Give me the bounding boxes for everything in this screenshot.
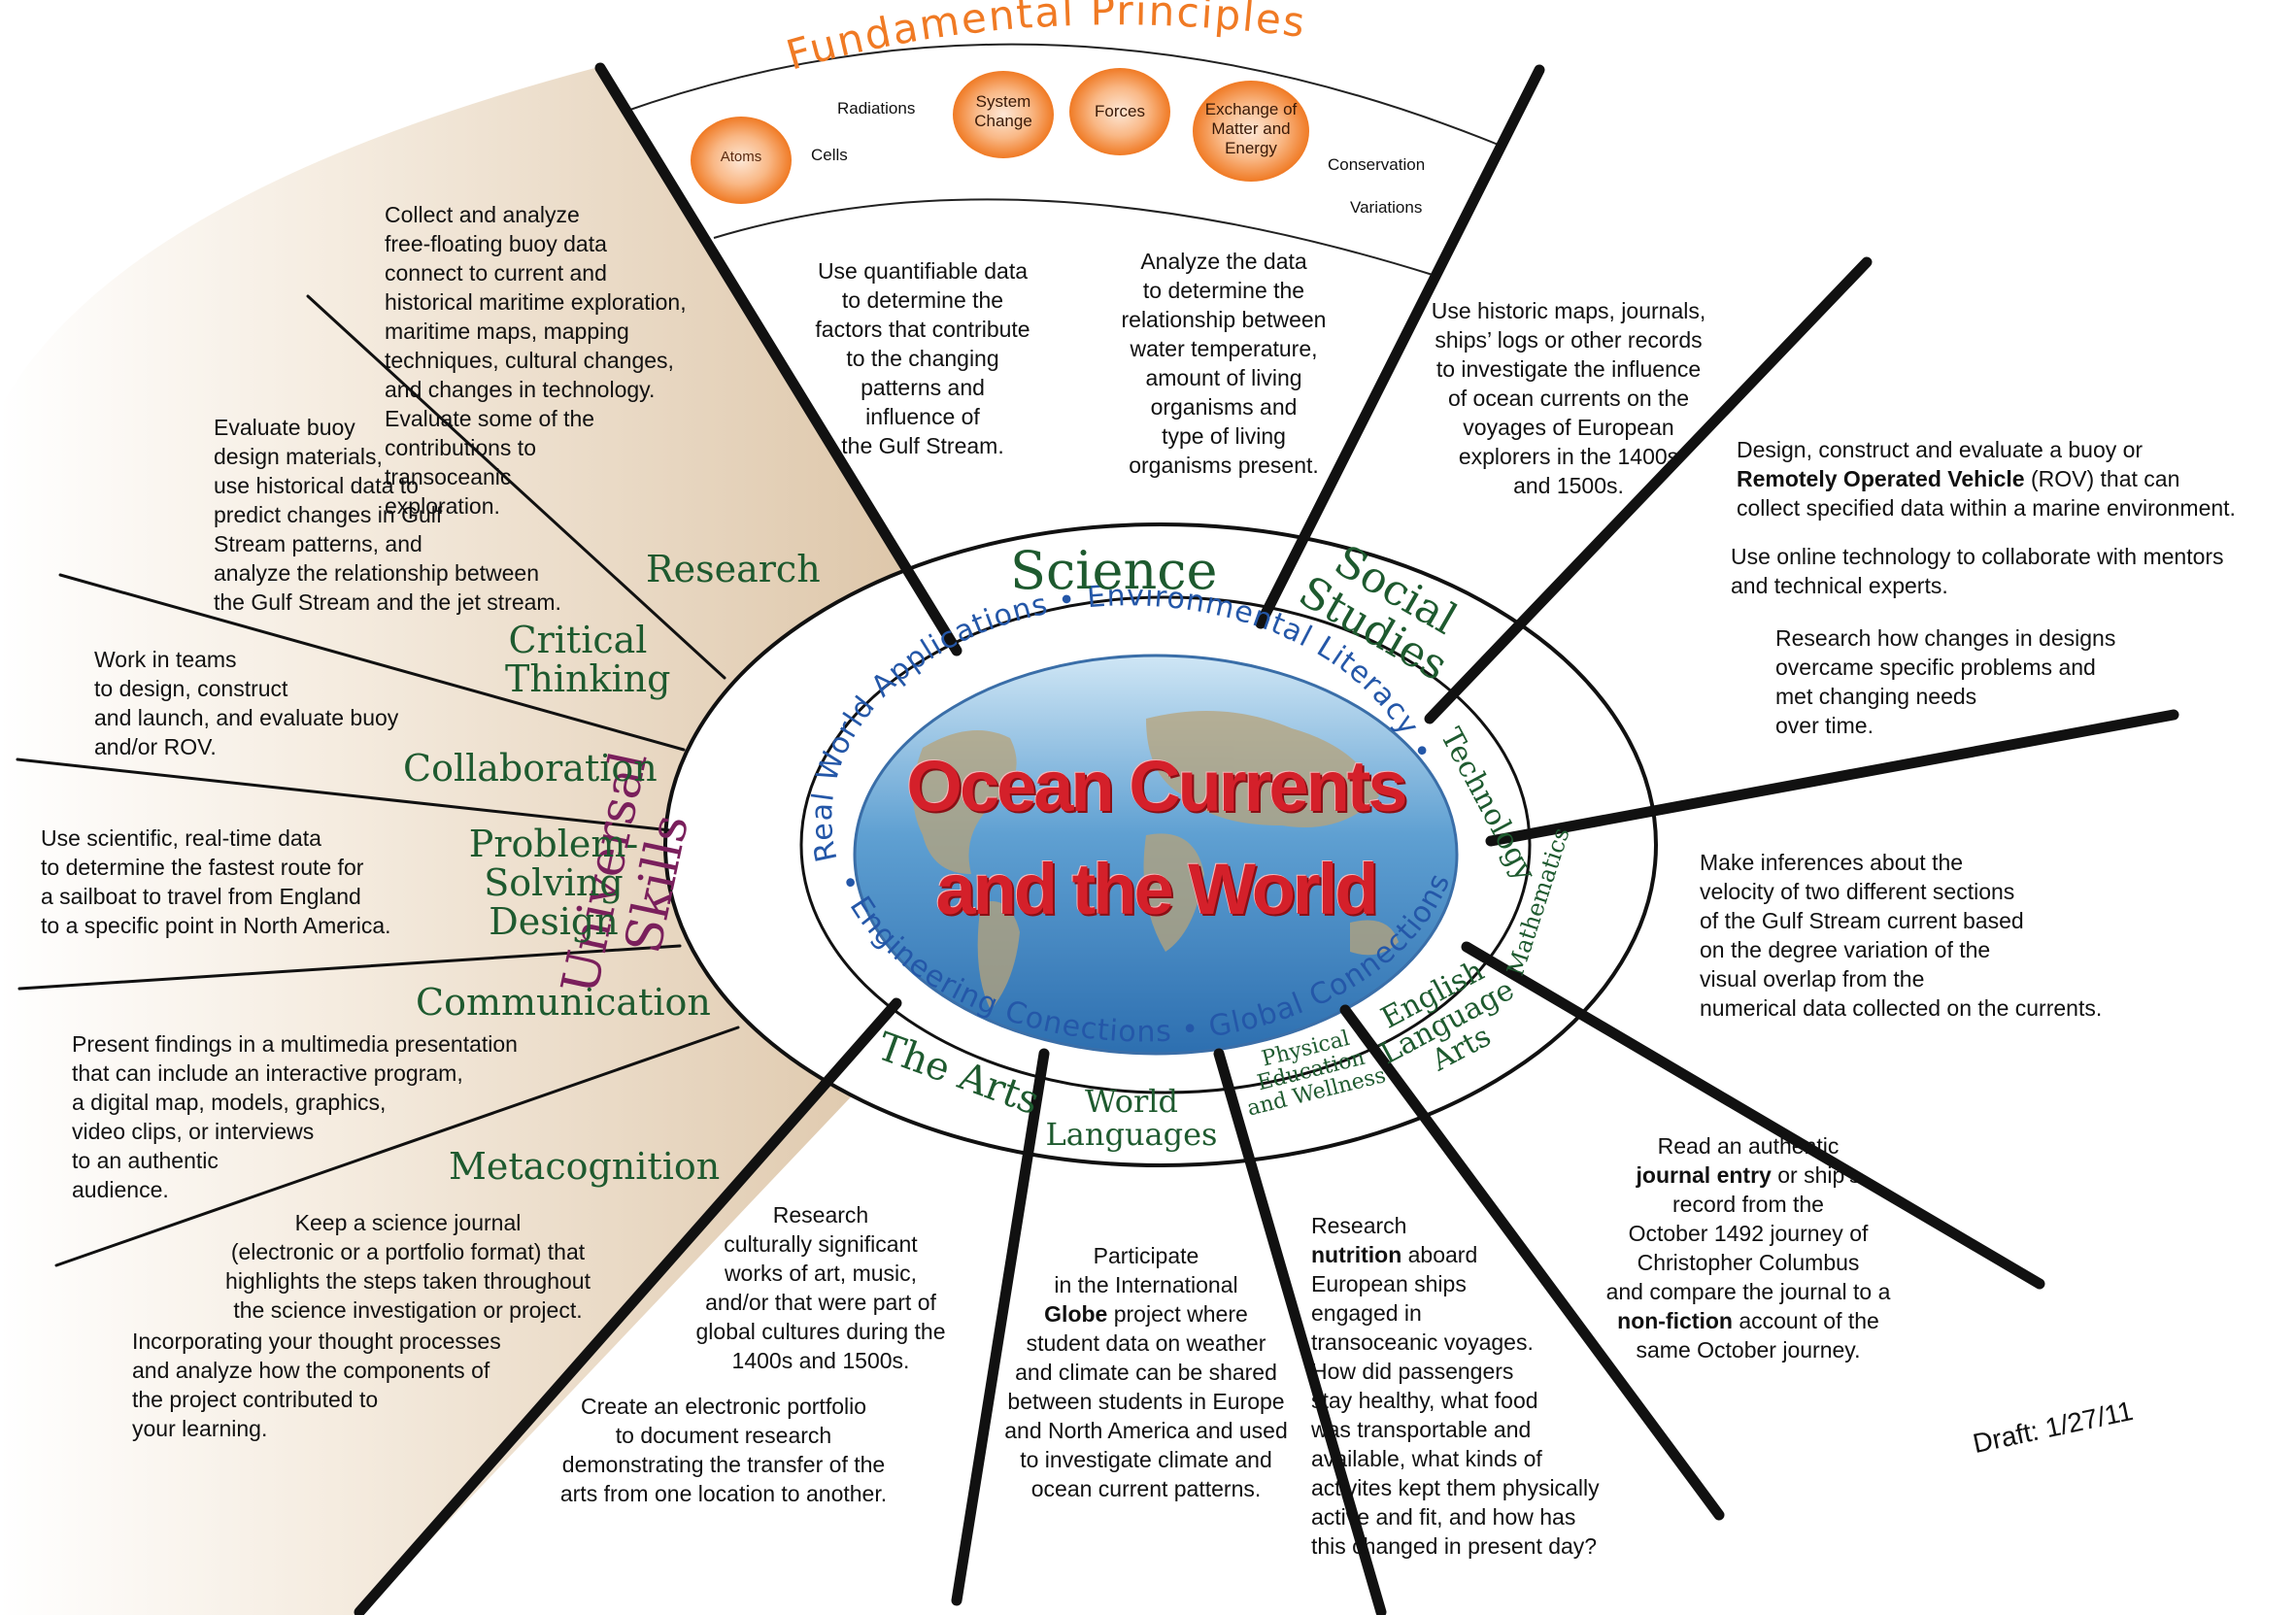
subject-science: Science xyxy=(1010,540,1218,601)
metacognition-text-2: Incorporating your thought processes and… xyxy=(132,1329,501,1441)
principle-exchange: Exchange of Matter and Energy xyxy=(1204,100,1298,157)
technology-text-1: Design, construct and evaluate a buoy or… xyxy=(1737,437,2236,521)
center-title-line1: Ocean Currents xyxy=(906,746,1407,826)
principle-system-change: System Change xyxy=(974,92,1032,130)
spoke-communication xyxy=(54,1026,740,1267)
forces-circle xyxy=(1069,68,1170,155)
metacognition-text-1: Keep a science journal (electronic or a … xyxy=(225,1210,591,1323)
principles-outer-arc xyxy=(621,43,1502,147)
communication-text: Present findings in a multimedia present… xyxy=(72,1031,518,1202)
spoke-research xyxy=(306,294,726,680)
spoke-english xyxy=(1339,1004,1725,1521)
skill-critical-thinking: Critical Thinking xyxy=(505,619,671,700)
spoke-science-right xyxy=(1255,64,1545,629)
spoke-mathematics xyxy=(1461,941,2045,1290)
principle-conservation: Conservation xyxy=(1328,155,1426,174)
technology-text-3: Research how changes in designs overcame… xyxy=(1775,625,2116,738)
social-studies-text: Use historic maps, journals, ships’ logs… xyxy=(1431,298,1706,498)
skill-problem-solving: Problem-Solving Design xyxy=(468,823,639,943)
spoke-science-left xyxy=(594,62,962,656)
principle-variations: Variations xyxy=(1350,198,1423,217)
skill-research: Research xyxy=(646,548,821,590)
principles-inner-arc xyxy=(713,198,1434,276)
principle-atoms: Atoms xyxy=(720,149,762,165)
subject-world-languages: World Languages xyxy=(1045,1083,1218,1153)
science-left-text: Use quantifiable data to determine the f… xyxy=(815,258,1030,458)
spoke-collaboration xyxy=(16,757,672,832)
atoms-circle xyxy=(691,117,792,204)
spoke-critical xyxy=(58,573,686,752)
exchange-circle xyxy=(1193,81,1309,182)
critical-thinking-text: Evaluate buoy design materials, use hist… xyxy=(214,415,561,615)
spoke-pe xyxy=(1213,1048,1387,1615)
collaboration-text: Work in teams to design, construct and l… xyxy=(94,647,399,759)
skill-metacognition: Metacognition xyxy=(449,1145,721,1188)
spoke-lines xyxy=(16,62,2179,1615)
problem-solving-text: Use scientific, real-time data to determ… xyxy=(41,825,391,938)
research-text: Collect and analyze free-floating buoy d… xyxy=(385,202,687,519)
principle-cells: Cells xyxy=(811,146,848,164)
page-title: Fundamental Principles xyxy=(781,0,1309,80)
arts-text-2: Create an electronic portfolio to docume… xyxy=(559,1394,888,1506)
spoke-arts xyxy=(354,997,902,1615)
spoke-social-studies xyxy=(1424,256,1873,724)
spoke-world-languages xyxy=(951,1048,1050,1606)
spoke-technology xyxy=(1485,709,2179,847)
world-map-image xyxy=(913,711,1399,1010)
principle-forces: Forces xyxy=(1095,102,1145,120)
technology-text-2: Use online technology to collaborate wit… xyxy=(1731,544,2224,598)
principle-radiations: Radiations xyxy=(837,99,916,118)
spoke-problem xyxy=(17,944,682,991)
mathematics-text: Make inferences about the velocity of tw… xyxy=(1700,850,2103,1021)
skill-communication: Communication xyxy=(416,981,711,1024)
center-title-line2: and the World xyxy=(935,849,1379,929)
system-change-circle xyxy=(953,71,1054,158)
science-right-text: Analyze the data to determine the relati… xyxy=(1121,249,1327,478)
skill-collaboration: Collaboration xyxy=(403,747,658,790)
arts-text-1: Research culturally significant works of… xyxy=(695,1202,946,1373)
universal-skills-region xyxy=(0,66,952,1615)
